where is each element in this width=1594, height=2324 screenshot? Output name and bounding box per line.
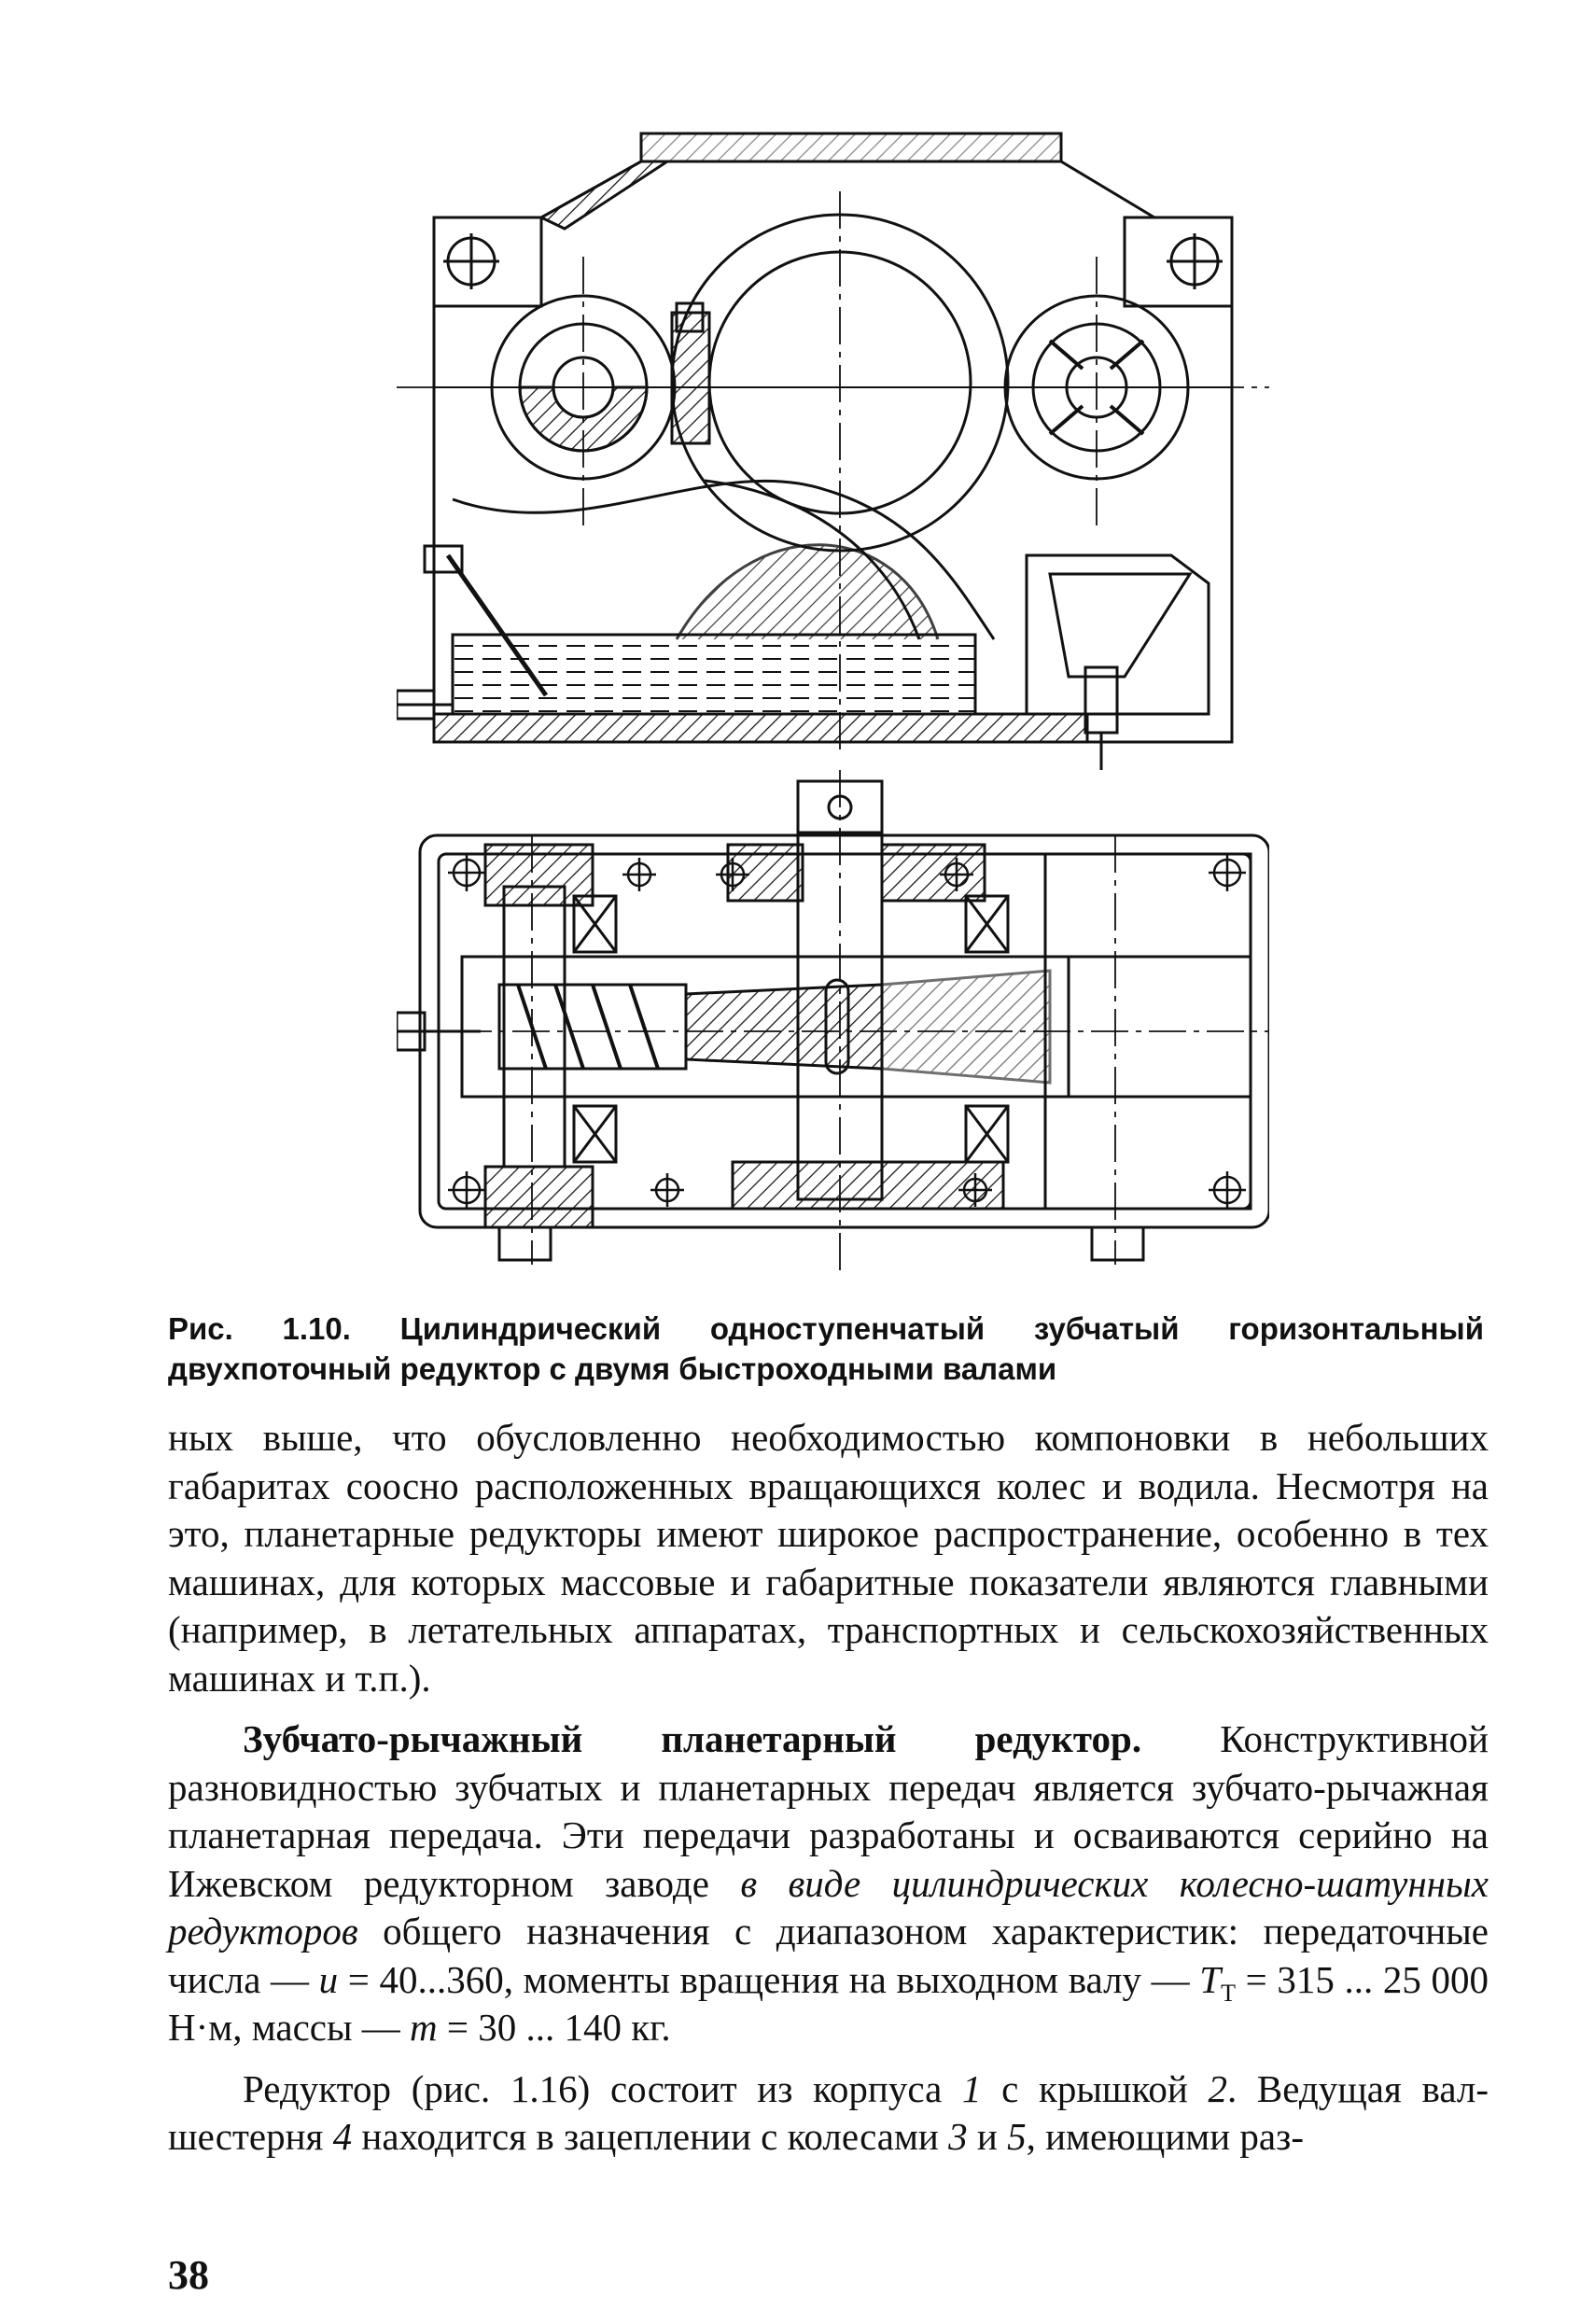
part-number-2: 2 <box>1208 2066 1227 2110</box>
paragraph-2-text-2: общего назначения с диапазоном характери… <box>168 1910 1489 2001</box>
variable-m: m <box>410 2006 438 2049</box>
variable-u: u <box>318 1957 339 2001</box>
body-text: ных выше, что обусловленно необходимость… <box>168 1414 1489 2175</box>
part-number-5: 5 <box>1007 2115 1027 2158</box>
page-number: 38 <box>168 2252 209 2298</box>
paragraph-2-text-1: Конструктивной разновидностью зубчатых и… <box>168 1717 1489 1905</box>
paragraph-3-text-1: Редуктор (рис. 1.16) состоит из корпуса <box>243 2066 962 2110</box>
paragraph-3-text-3: . Ведущая вал-шестерня <box>168 2066 1489 2159</box>
paragraph-1-text: ных выше, что обусловленно необходимость… <box>168 1416 1489 1700</box>
figure-caption: Рис. 1.10. Цилиндрический одноступенчаты… <box>168 1309 1484 1389</box>
figure-caption-label: Рис. 1.10. <box>168 1311 351 1346</box>
variable-T: T <box>1199 1957 1222 2001</box>
paragraph-1: ных выше, что обусловленно необходимость… <box>168 1414 1489 1702</box>
paragraph-3-text-6: , имеющими раз- <box>1026 2115 1304 2158</box>
paragraph-2-italic: в виде цилиндрических колесно-шатунных р… <box>168 1861 1489 1953</box>
figure-caption-text: Цилиндрический одноступенчатый зубчатый … <box>168 1311 1484 1386</box>
paragraph-2-heading: Зубчато-рычажный планетарный редуктор. <box>243 1717 1142 1760</box>
paragraph-2-text-3: = 40...360, моменты вращения на выходном… <box>338 1957 1200 2001</box>
gearbox-drawing <box>397 117 1269 1283</box>
part-number-4: 4 <box>332 2115 353 2158</box>
paragraph-2-text-5: = 30 ... 140 кг. <box>437 2006 671 2049</box>
paragraph-2: Зубчато-рычажный планетарный редуктор. К… <box>168 1715 1489 2052</box>
paragraph-2-text-4: = 315 ... 25 000 Н·м, массы — <box>168 1957 1489 2050</box>
part-number-3: 3 <box>948 2115 968 2158</box>
paragraph-3-text-2: с крышкой <box>981 2066 1209 2110</box>
paragraph-3-text-5: и <box>967 2115 1008 2158</box>
plan-view <box>397 770 1269 1274</box>
front-view <box>397 132 1269 770</box>
paragraph-3: Редуктор (рис. 1.16) состоит из корпуса … <box>168 2065 1489 2162</box>
variable-T-subscript: T <box>1221 1979 1236 2007</box>
part-number-1: 1 <box>961 2066 982 2110</box>
paragraph-3-text-4: находится в зацеплении с колесами <box>352 2115 949 2158</box>
